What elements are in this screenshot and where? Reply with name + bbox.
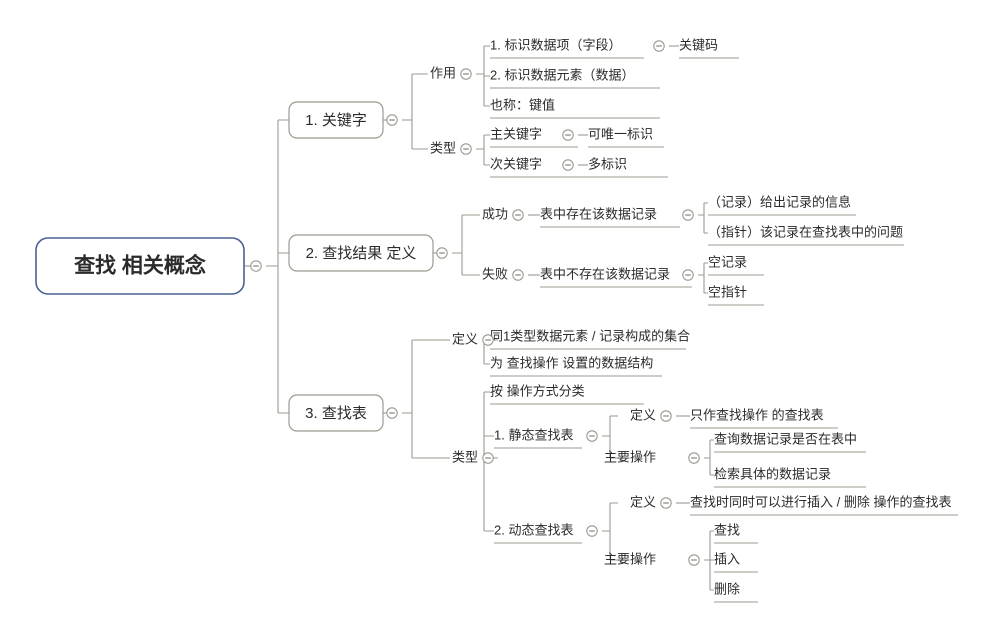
node-n-charu[interactable]: 插入: [714, 551, 740, 566]
collapse-toggle-tg-root[interactable]: [250, 260, 262, 272]
node-n-bsxm[interactable]: 1. 标识数据项（字段）: [490, 37, 621, 52]
node-n-leixing3[interactable]: 类型: [452, 449, 478, 464]
connector-line: [452, 214, 480, 276]
collapse-toggle-tg-l1-res[interactable]: [436, 247, 448, 259]
root-node-group: 查找 相关概念: [35, 237, 245, 295]
node-n-fenlei[interactable]: 按 操作方式分类: [490, 383, 585, 398]
collapse-toggle-tg-zuoyong[interactable]: [460, 68, 472, 80]
node-n-jiegou[interactable]: 为 查找操作 设置的数据结构: [490, 355, 653, 370]
connector-line: [602, 415, 618, 459]
collapse-toggle-tg-l1-tbl[interactable]: [386, 407, 398, 419]
node-n-shibai[interactable]: 失败: [482, 266, 508, 281]
node-n-chazhao[interactable]: 查找: [714, 522, 740, 537]
node-n-cxsjjl[interactable]: 查询数据记录是否在表中: [714, 431, 857, 446]
collapse-toggle-tg-ci[interactable]: [562, 159, 574, 171]
node-n-bsys[interactable]: 2. 标识数据元素（数据）: [490, 67, 634, 82]
level1-node-label: 2. 查找结果 定义: [306, 245, 417, 262]
collapse-toggle-tg-l1-kw[interactable]: [386, 114, 398, 126]
collapse-toggle-tg-leixing1[interactable]: [460, 143, 472, 155]
level1-node-label: 1. 关键字: [305, 112, 367, 129]
collapse-toggle-tg-chenggong[interactable]: [512, 209, 524, 221]
collapse-toggle-tg-zhuyao-dt[interactable]: [688, 554, 700, 566]
collapse-toggle-tg-zhuyao-jt[interactable]: [688, 452, 700, 464]
node-n-gjm[interactable]: 关键码: [679, 37, 718, 52]
node-n-dingyi-jt[interactable]: 定义: [630, 407, 656, 422]
level1-node-label: 3. 查找表: [305, 405, 367, 422]
node-n-dingyi3[interactable]: 定义: [452, 331, 478, 346]
connector-line: [266, 119, 289, 414]
node-n-jihe[interactable]: 同1类型数据元素 / 记录构成的集合: [490, 328, 690, 343]
collapse-toggle-tg-bucunzai[interactable]: [682, 269, 694, 281]
node-n-kwybs[interactable]: 可唯一标识: [588, 126, 653, 141]
node-n-zhu[interactable]: 主关键字: [490, 126, 542, 141]
collapse-toggle-tg-dongtai[interactable]: [586, 525, 598, 537]
collapse-toggle-tg-cunzai[interactable]: [682, 209, 694, 221]
connector-line: [704, 439, 714, 476]
node-n-zhuyao-jt[interactable]: 主要操作: [604, 449, 656, 464]
node-n-jingtai[interactable]: 1. 静态查找表: [494, 427, 573, 442]
collapse-toggle-tg-dingyi3[interactable]: [482, 334, 494, 346]
node-n-jsjt[interactable]: 检索具体的数据记录: [714, 466, 831, 481]
connector-line: [602, 502, 618, 561]
node-n-kongjl[interactable]: 空记录: [708, 254, 747, 269]
collapse-toggle-tg-zhu[interactable]: [562, 129, 574, 141]
node-n-shanchu[interactable]: 删除: [714, 581, 740, 596]
node-n-zzcz[interactable]: 只作查找操作 的查找表: [690, 407, 824, 422]
node-n-dongtai[interactable]: 2. 动态查找表: [494, 522, 573, 537]
node-n-zhizhen[interactable]: （指针）该记录在查找表中的问题: [708, 224, 903, 239]
node-n-jianzhi[interactable]: 也称：键值: [490, 97, 555, 112]
connector-line: [476, 134, 490, 166]
collapse-toggle-tg-dingyi-dt[interactable]: [660, 497, 672, 509]
node-underlines-group: [490, 57, 958, 603]
node-n-kongzz[interactable]: 空指针: [708, 284, 747, 299]
connector-line: [402, 73, 428, 150]
collapse-toggle-tg-jingtai[interactable]: [586, 430, 598, 442]
connector-line: [704, 530, 714, 591]
node-n-bucunzai[interactable]: 表中不存在该数据记录: [540, 266, 670, 281]
level1-node-l1-keyword[interactable]: [288, 101, 384, 139]
node-n-dtdy[interactable]: 查找时同时可以进行插入 / 删除 操作的查找表: [690, 494, 951, 509]
node-n-ci[interactable]: 次关键字: [490, 156, 542, 171]
node-n-dingyi-dt[interactable]: 定义: [630, 494, 656, 509]
level1-node-l1-result[interactable]: [288, 234, 434, 272]
connector-line: [402, 339, 450, 459]
root-node-label: 查找 相关概念: [74, 254, 206, 278]
node-n-zuoyong[interactable]: 作用: [430, 65, 456, 80]
collapse-toggles-group: [250, 40, 700, 566]
node-n-dbs[interactable]: 多标识: [588, 156, 627, 171]
node-n-leixing1[interactable]: 类型: [430, 140, 456, 155]
collapse-toggle-tg-bsxm[interactable]: [653, 40, 665, 52]
collapse-toggle-tg-shibai[interactable]: [512, 269, 524, 281]
collapse-toggle-tg-dingyi-jt[interactable]: [660, 410, 672, 422]
connector-line: [698, 202, 708, 234]
node-n-cunzai[interactable]: 表中存在该数据记录: [540, 206, 657, 221]
level1-nodes-group: 1. 关键字 2. 查找结果 定义 3. 查找表: [288, 101, 434, 432]
node-n-chenggong[interactable]: 成功: [482, 206, 508, 221]
collapse-toggle-tg-leixing3[interactable]: [482, 452, 494, 464]
node-n-jilu[interactable]: （记录）给出记录的信息: [708, 194, 851, 209]
root-node-box[interactable]: [35, 237, 245, 295]
node-n-zhuyao-dt[interactable]: 主要操作: [604, 551, 656, 566]
connector-line: [698, 262, 708, 294]
connector-line: [476, 45, 490, 107]
level1-node-l1-table[interactable]: [288, 394, 384, 432]
